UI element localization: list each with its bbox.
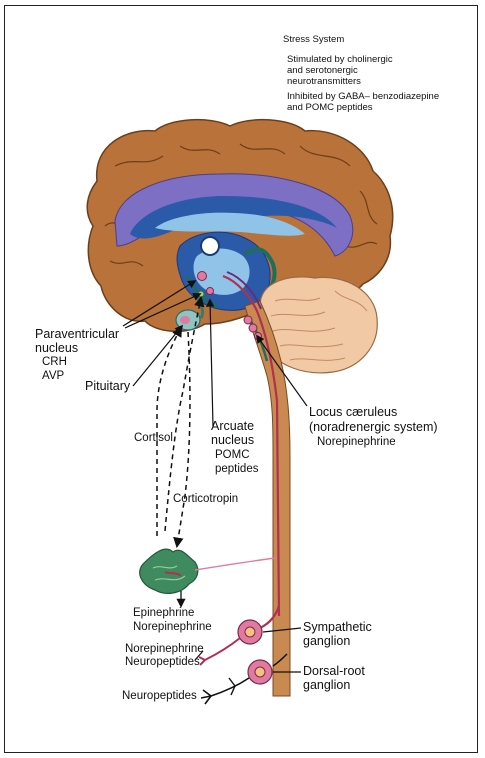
dorsal-root-ganglion	[200, 653, 288, 705]
stress-system-diagram	[86, 118, 394, 705]
info-title: Stress System	[283, 34, 345, 45]
label-peptides: peptides	[215, 463, 259, 475]
label-neuropeptides-bottom: Neuropeptides	[122, 690, 197, 702]
figure-frame: Stress System Stimulated by cholinergic …	[4, 5, 478, 753]
sympathetic-ganglion	[198, 605, 281, 666]
label-neuropeptides-nerve: Neuropeptides	[125, 656, 200, 668]
label-locus-caeruleus: Locus cæruleus	[309, 405, 398, 419]
info-stimulated-2: and serotonergic	[287, 65, 358, 76]
info-stimulated-1: Stimulated by cholinergic	[287, 54, 393, 65]
label-norepinephrine-nerve: Norepinephrine	[125, 643, 204, 655]
adrenal-sympathetic-fiber	[194, 557, 276, 571]
adrenal-gland	[139, 548, 199, 594]
leader-lines	[122, 280, 308, 673]
label-arcuate-nucleus: nucleus	[211, 433, 255, 447]
label-epinephrine: Epinephrine	[133, 607, 195, 619]
label-pituitary: Pituitary	[85, 379, 131, 393]
info-inhibited-1: Inhibited by GABA– benzodiazepine	[287, 91, 440, 102]
label-norepinephrine-lc: Norepinephrine	[317, 436, 396, 448]
corpus-callosum	[114, 173, 354, 257]
info-inhibited-2: and POMC peptides	[287, 102, 373, 113]
locus-caeruleus-cells	[243, 315, 262, 340]
label-pomc: POMC	[215, 449, 250, 461]
label-dorsal-root: Dorsal-root	[303, 664, 365, 678]
label-cortisol: Cortisol	[134, 432, 173, 444]
info-stimulated-3: neurotransmitters	[287, 76, 361, 87]
label-avp: AVP	[42, 370, 65, 382]
label-ganglion-dorsal: ganglion	[303, 678, 351, 692]
label-arcuate: Arcuate	[211, 419, 255, 433]
label-nucleus: nucleus	[35, 341, 79, 355]
label-noradrenergic: (noradrenergic system)	[309, 420, 438, 434]
label-crh: CRH	[42, 356, 67, 368]
label-corticotropin: Corticotropin	[173, 493, 239, 505]
label-ganglion-sympathetic: ganglion	[303, 634, 351, 648]
label-paraventricular: Paraventricular	[35, 327, 120, 341]
corticotropin-arrow	[173, 331, 191, 549]
cortisol-feedback-arrows	[156, 295, 205, 536]
label-sympathetic: Sympathetic	[303, 620, 372, 634]
label-norepinephrine-adrenal: Norepinephrine	[133, 621, 212, 633]
